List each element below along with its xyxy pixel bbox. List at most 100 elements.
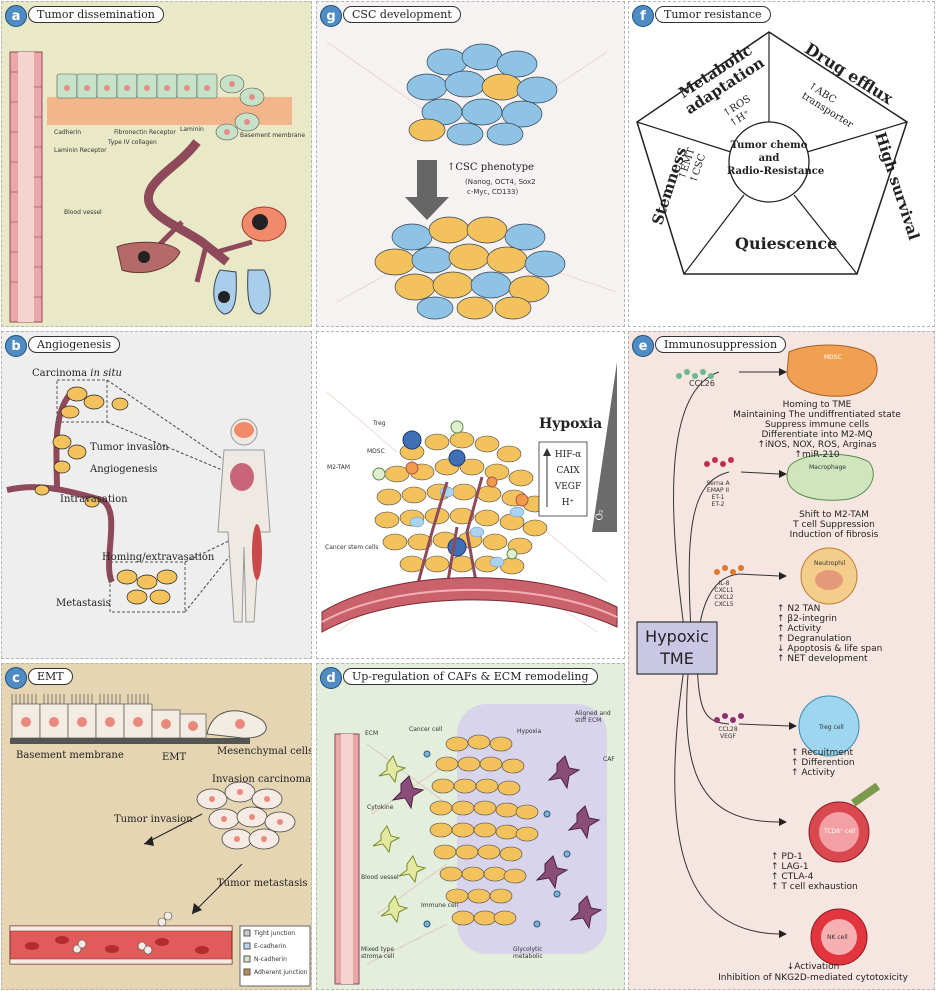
angiogenesis-vessel bbox=[6, 389, 115, 584]
panel-g-illustration bbox=[326, 41, 618, 320]
tumor-invasion-c-label: Tumor invasion bbox=[114, 814, 193, 825]
transition-arrow bbox=[405, 160, 449, 220]
hypoxic-tumor-illustration bbox=[321, 362, 618, 633]
blood-vessel-d-label: Blood vessel bbox=[361, 874, 399, 881]
treg-cell-shape bbox=[798, 695, 860, 757]
o2-label: O₂ bbox=[595, 509, 606, 521]
label-basement-membrane: Basement membrane bbox=[240, 132, 306, 139]
mesenchymal-cells-label: Mesenchymal cells bbox=[217, 746, 312, 757]
hypoxic-tme-box bbox=[636, 621, 718, 675]
panel-a-illustration bbox=[9, 51, 292, 323]
cytokine-label: Cytokine bbox=[367, 804, 394, 811]
cancer-cell-mass bbox=[429, 734, 539, 926]
csc-cluster-top bbox=[406, 43, 558, 146]
tcd8-effects-list: ↑ PD-1 ↑ LAG-1 ↑ CTLA-4 ↑ T cell exhaust… bbox=[771, 852, 858, 892]
m2-tam-cell bbox=[372, 467, 386, 481]
homing-extravasation-label: Homing/extravasation bbox=[102, 552, 215, 563]
treg-effects-list: ↑ Recuitment ↑ Differention ↑ Activity bbox=[791, 748, 855, 778]
panel-b-title: Angiogenesis bbox=[28, 336, 121, 353]
intravasation-label: Intravasation bbox=[60, 494, 128, 505]
mdsc-cell-label: MDSC bbox=[824, 354, 842, 361]
oxygen-gradient-triangle bbox=[592, 362, 617, 532]
label-collagen: Type IV collagen bbox=[108, 139, 157, 146]
tumor-metastasis-label: Tumor metastasis bbox=[217, 878, 308, 889]
cancer-cell-label: Cancer cell bbox=[409, 726, 443, 733]
invasion-carcinoma-label: Invasion carcinoma bbox=[212, 774, 312, 785]
blood-vessel-c bbox=[9, 925, 233, 965]
neutrophil-signals: IL-8 CXCL1 CXCL2 CXCL5 bbox=[714, 580, 734, 608]
panel-f-tumor-resistance: f Tumor resistance Tumor chemo and Radio… bbox=[628, 1, 935, 327]
factor-caix: CAIX bbox=[556, 466, 580, 476]
branching-vessel bbox=[143, 139, 230, 266]
panel-f-title: Tumor resistance bbox=[655, 6, 771, 23]
legend-tight-junction: Tight junction bbox=[254, 930, 296, 937]
panel-g-title: CSC development bbox=[343, 6, 461, 23]
macrophage-signals: Serna A EMAP II ET-1 ET-2 bbox=[706, 480, 730, 508]
label-blood-vessel: Blood vessel bbox=[64, 209, 102, 216]
stroma-cells bbox=[372, 754, 427, 924]
panel-e-immunosuppression: e Immunosuppression Hypox bbox=[628, 331, 935, 990]
junction-legend-box bbox=[239, 925, 311, 987]
nk-cell-label: NK cell bbox=[827, 934, 848, 941]
mdsc-cell-shape bbox=[786, 344, 878, 397]
immune-cell-label: Immune cell bbox=[421, 902, 458, 909]
carcinoma-in-situ-label: Carcinoma in situ bbox=[32, 368, 122, 379]
immunosuppression-flow bbox=[636, 344, 881, 966]
legend-n-cadherin: N-cadherin bbox=[254, 956, 287, 963]
treg-signals: CCL28 VEGF bbox=[718, 726, 738, 740]
quiescence-label: Quiescence bbox=[735, 234, 838, 253]
panel-center-hypoxic-tumor: Hypoxia HIF-α CAIX VEGF H⁺ O₂ Treg MDSC … bbox=[316, 331, 625, 659]
treg-cell-label: Treg cell bbox=[819, 724, 844, 731]
hypoxia-d-label: Hypoxia bbox=[517, 728, 542, 735]
mdsc-cell bbox=[405, 461, 419, 475]
panel-g-csc-development: g CSC development ↑CSC phenotype (Nanog,… bbox=[316, 1, 625, 327]
ecm-label: ECM bbox=[365, 730, 379, 737]
factor-vegf: VEGF bbox=[554, 482, 582, 492]
label-cadherin: Cadherin bbox=[54, 129, 82, 136]
angiogenesis-label: Angiogenesis bbox=[90, 464, 158, 475]
panel-b-illustration bbox=[6, 379, 271, 623]
panel-g-badge: g bbox=[320, 5, 342, 27]
invasion-carcinoma-cluster bbox=[196, 781, 296, 850]
hypoxic-tme-label: Hypoxic TME bbox=[645, 627, 709, 668]
label-laminin-receptor: Laminin Receptor bbox=[54, 147, 107, 154]
factor-hif: HIF-α bbox=[554, 450, 582, 460]
csc-markers-line-2: c-Myc, CD133) bbox=[467, 188, 519, 196]
panel-c-badge: c bbox=[5, 667, 27, 689]
mdsc-label: MDSC bbox=[367, 448, 385, 455]
macrophage-effects-list: Shift to M2-TAM T cell Suppression Induc… bbox=[789, 510, 879, 540]
epithelial-layer-basement bbox=[10, 738, 250, 744]
glycolytic-label: Glycolytic metabolic bbox=[513, 946, 543, 960]
hypoxia-factor-list: HIF-α CAIX VEGF H⁺ bbox=[549, 447, 587, 511]
csc-cluster-bottom bbox=[374, 216, 566, 320]
panel-a-title: Tumor dissemination bbox=[28, 6, 164, 23]
panel-f-badge: f bbox=[632, 5, 654, 27]
metastasis-label: Metastasis bbox=[56, 598, 111, 609]
treg-label: Treg bbox=[373, 420, 386, 427]
label-laminin: Laminin bbox=[180, 126, 204, 133]
caf-cells bbox=[391, 755, 603, 930]
panel-c-illustration bbox=[9, 694, 311, 987]
panel-d-badge: d bbox=[320, 667, 342, 689]
cancer-stem-cells-label: Cancer stem cells bbox=[325, 544, 379, 551]
basement-membrane-label: Basement membrane bbox=[16, 750, 124, 761]
macrophage-cell-label: Macrophage bbox=[809, 464, 846, 471]
legend-adherent-junction: Adherent junction bbox=[254, 969, 308, 976]
panel-c-emt: c EMT Tight junction E-cadherin N-cadher… bbox=[1, 663, 312, 990]
resistance-center-label: Tumor chemo and Radio-Resistance bbox=[727, 140, 825, 177]
treg-cell bbox=[402, 430, 422, 450]
neutrophil-effects-list: ↑ N2 TAN ↑ β2-integrin ↑ Activity ↑ Degr… bbox=[777, 604, 883, 664]
panel-d-title: Up-regulation of CAFs & ECM remodeling bbox=[343, 668, 598, 685]
panel-b-angiogenesis: b Angiogenesis Carcinoma in situ Tumor i… bbox=[1, 331, 312, 659]
panel-e-badge: e bbox=[632, 335, 654, 357]
panel-d-illustration bbox=[334, 704, 607, 985]
factor-h: H⁺ bbox=[561, 498, 575, 508]
macrophage-cell-shape bbox=[786, 453, 874, 501]
csc-phenotype-label: ↑CSC phenotype bbox=[447, 162, 534, 173]
nk-effects-list: ↓Activation Inhibition of NKG2D-mediated… bbox=[718, 962, 908, 983]
m2-tam-label: M2-TAM bbox=[327, 464, 351, 471]
panel-a-badge: a bbox=[5, 5, 27, 27]
human-body-figure bbox=[217, 418, 271, 623]
panel-c-title: EMT bbox=[28, 668, 73, 685]
csc-markers-line-1: (Nanog, OCT4, Sox2 bbox=[465, 178, 536, 186]
